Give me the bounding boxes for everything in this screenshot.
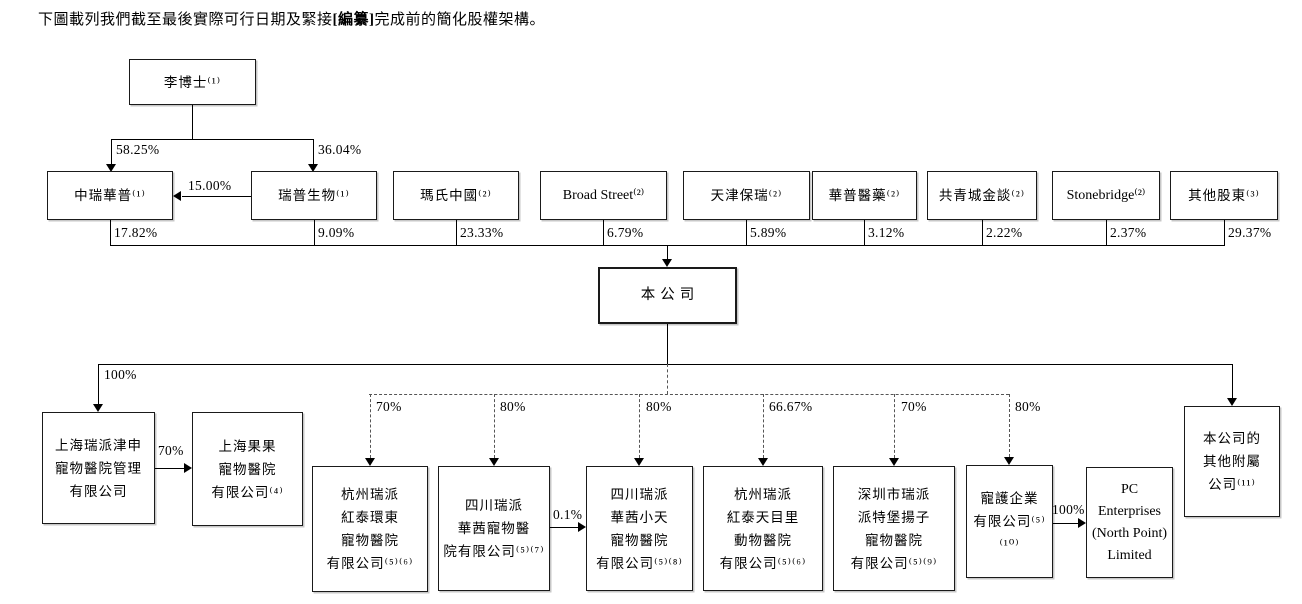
arrowhead-co-to-sc-xiaotian xyxy=(634,458,644,466)
edge-ruipu-to-zhongrui xyxy=(182,196,251,197)
arrowhead-huaqian-to-xiaotian xyxy=(578,522,586,532)
arrowhead-ruipu-to-zhongrui xyxy=(173,191,181,201)
edge-co-to-sz-yangzi xyxy=(894,394,895,458)
arrowhead-collector-to-company xyxy=(662,259,672,267)
edge-others-stub xyxy=(1224,220,1225,245)
pct-shanghai-guoguo: 70% xyxy=(158,443,184,458)
pct-mars-co: 23.33% xyxy=(460,225,504,240)
pct-li-ruipu: 36.04% xyxy=(318,142,362,157)
node-stonebridge: Stonebridge⁽²⁾ xyxy=(1052,171,1160,220)
edge-stonebridge-stub xyxy=(1106,220,1107,245)
pct-zhongrui-co: 17.82% xyxy=(114,225,158,240)
arrowhead-co-to-chonghu xyxy=(1004,457,1014,465)
node-broad-street: Broad Street⁽²⁾ xyxy=(540,171,667,220)
arrowhead-li-to-ruipu xyxy=(308,164,318,172)
pct-huapu-co: 3.12% xyxy=(868,225,905,240)
arrowhead-shanghai-to-guoguo xyxy=(184,463,192,473)
edge-huaqian-to-xiaotian xyxy=(550,527,578,528)
pct-co-sz-yangzi: 70% xyxy=(901,399,927,414)
pct-huaqian-xiaotian: 0.1% xyxy=(553,507,583,522)
pct-li-zhongrui: 58.25% xyxy=(116,142,160,157)
edge-gongqing-stub xyxy=(982,220,983,245)
node-shanghai-guoguo: 上海果果 寵物醫院 有限公司⁽⁴⁾ xyxy=(192,412,303,526)
node-zhongrui-huapu: 中瑞華普⁽¹⁾ xyxy=(47,171,173,220)
arrowhead-company-to-other-subs xyxy=(1227,398,1237,406)
pct-broad-co: 6.79% xyxy=(607,225,644,240)
pct-ruipu-co: 9.09% xyxy=(318,225,355,240)
edge-li-to-zhongrui xyxy=(111,139,112,165)
edge-chonghu-to-pc xyxy=(1053,523,1078,524)
edge-company-down xyxy=(667,324,668,364)
pct-ruipu-zhongrui: 15.00% xyxy=(188,178,232,193)
pct-tianjin-co: 5.89% xyxy=(750,225,787,240)
node-gongqingcheng-jintan: 共青城金談⁽²⁾ xyxy=(927,171,1037,220)
arrowhead-co-to-sz-yangzi xyxy=(889,458,899,466)
edge-co-to-sc-xiaotian xyxy=(639,394,640,458)
edge-shanghai-to-guoguo xyxy=(155,468,184,469)
pct-chonghu-pc: 100% xyxy=(1052,502,1085,517)
edge-ruipu-stub xyxy=(314,220,315,245)
node-shanghai-ruipai-jinshen: 上海瑞派津申 寵物醫院管理 有限公司 xyxy=(42,412,155,524)
node-huapu-yiyao: 華普醫藥⁽²⁾ xyxy=(812,171,917,220)
edge-co-to-chonghu xyxy=(1009,394,1010,457)
edge-tianjin-stub xyxy=(746,220,747,245)
pct-co-hz-tianmuli: 66.67% xyxy=(769,399,813,414)
edge-co-to-hz-huandong xyxy=(370,394,371,458)
edge-dashed-distribution-line xyxy=(369,394,1009,395)
arrowhead-co-to-sc-huaqian xyxy=(489,458,499,466)
edge-mars-stub xyxy=(456,220,457,245)
edge-zhongrui-stub xyxy=(110,220,111,245)
pct-gongqing-co: 2.22% xyxy=(986,225,1023,240)
node-pc-enterprises: PC Enterprises (North Point) Limited xyxy=(1086,467,1173,578)
node-li-doctor: 李博士⁽¹⁾ xyxy=(129,59,256,105)
arrowhead-company-to-shanghai xyxy=(93,404,103,412)
node-sichuan-huaqian-xiaotian: 四川瑞派 華茜小天 寵物醫院 有限公司⁽⁵⁾⁽⁸⁾ xyxy=(586,466,693,591)
pct-co-chonghu: 80% xyxy=(1015,399,1041,414)
edge-company-to-other-subs xyxy=(1232,364,1233,398)
node-hangzhou-hongtai-tianmuli: 杭州瑞派 紅泰天目里 動物醫院 有限公司⁽⁵⁾⁽⁶⁾ xyxy=(703,466,823,591)
node-shenzhen-pateburg-yangzi: 深圳市瑞派 派特堡揚子 寵物醫院 有限公司⁽⁵⁾⁽⁹⁾ xyxy=(833,466,955,591)
node-chonghu-enterprise: 寵護企業 有限公司⁽⁵⁾⁽¹⁰⁾ xyxy=(966,465,1053,578)
arrowhead-li-to-zhongrui xyxy=(106,164,116,172)
pct-co-sc-huaqian: 80% xyxy=(500,399,526,414)
edge-broad-stub xyxy=(603,220,604,245)
edge-co-to-sc-huaqian xyxy=(494,394,495,458)
pct-co-hz-huandong: 70% xyxy=(376,399,402,414)
node-company: 本公司 xyxy=(598,267,737,324)
edge-li-down xyxy=(192,105,193,139)
pct-stonebridge-co: 2.37% xyxy=(1110,225,1147,240)
intro-text-pre: 下圖載列我們截至最後實際可行日期及緊接 xyxy=(38,12,333,28)
node-tianjin-baorui: 天津保瑞⁽²⁾ xyxy=(683,171,810,220)
edge-collector-to-company xyxy=(667,245,668,259)
edge-huapu-stub xyxy=(864,220,865,245)
edge-co-to-hz-tianmuli xyxy=(763,394,764,458)
arrowhead-co-to-hz-huandong xyxy=(365,458,375,466)
node-mars-china: 瑪氏中國⁽²⁾ xyxy=(393,171,519,220)
pct-co-sc-xiaotian: 80% xyxy=(646,399,672,414)
edge-li-split xyxy=(111,139,313,140)
arrowhead-co-to-hz-tianmuli xyxy=(758,458,768,466)
node-sichuan-huaqian: 四川瑞派 華茜寵物醫 院有限公司⁽⁵⁾⁽⁷⁾ xyxy=(438,466,550,591)
edge-distribution-line xyxy=(98,364,1233,365)
edge-li-to-ruipu xyxy=(313,139,314,165)
edge-company-to-shanghai xyxy=(98,364,99,404)
node-ruipu-shengwu: 瑞普生物⁽¹⁾ xyxy=(251,171,377,220)
intro-text-redacted: [編纂] xyxy=(332,12,375,28)
node-other-subsidiaries: 本公司的 其他附屬 公司⁽¹¹⁾ xyxy=(1184,406,1280,517)
edge-company-dashed-down xyxy=(667,364,668,394)
pct-co-shanghai: 100% xyxy=(104,367,137,382)
arrowhead-chonghu-to-pc xyxy=(1078,518,1086,528)
intro-text-post: 完成前的簡化股權架構。 xyxy=(374,12,546,28)
intro-text: 下圖載列我們截至最後實際可行日期及緊接[編纂]完成前的簡化股權架構。 xyxy=(38,8,545,29)
node-other-shareholders: 其他股東⁽³⁾ xyxy=(1170,171,1278,220)
node-hangzhou-hongtai-huandong: 杭州瑞派 紅泰環東 寵物醫院 有限公司⁽⁵⁾⁽⁶⁾ xyxy=(312,466,428,592)
pct-others-co: 29.37% xyxy=(1228,225,1272,240)
